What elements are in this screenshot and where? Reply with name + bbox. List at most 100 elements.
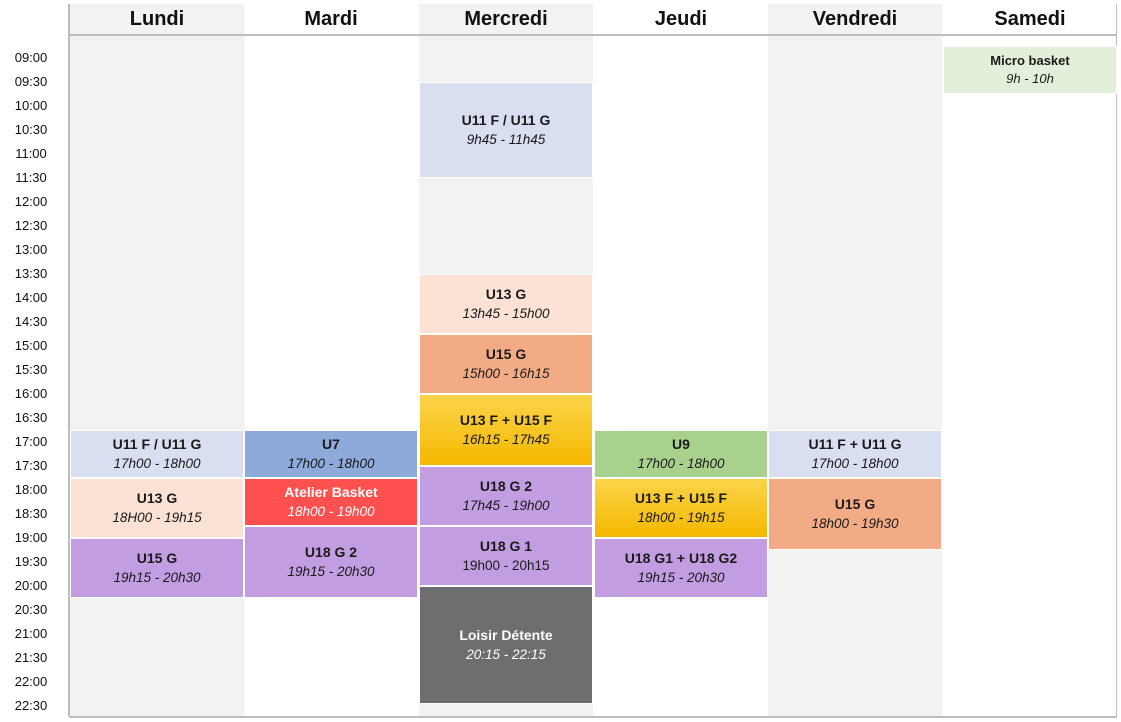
- event-block[interactable]: U13 F + U15 F 16h15 - 17h45: [419, 394, 593, 466]
- event-block[interactable]: Micro basket 9h - 10h: [943, 46, 1117, 94]
- time-label: 13:30: [14, 266, 48, 281]
- event-block[interactable]: U15 G 18h00 - 19h30: [768, 478, 942, 550]
- event-title: U11 F + U11 G: [808, 436, 902, 452]
- event-hours: 17h00 - 18h00: [287, 456, 375, 471]
- event-block[interactable]: U11 F / U11 G 17h00 - 18h00: [70, 430, 244, 478]
- axis-line: [68, 4, 70, 716]
- event-hours: 9h45 - 11h45: [466, 132, 546, 147]
- event-block[interactable]: U11 F / U11 G 9h45 - 11h45: [419, 82, 593, 178]
- event-title: U18 G 1: [479, 538, 533, 554]
- event-hours: 17h00 - 18h00: [637, 456, 725, 471]
- time-label: 11:30: [15, 170, 47, 185]
- day-column-mardi: [244, 4, 418, 716]
- event-title: U18 G 2: [479, 478, 533, 494]
- time-label: 14:00: [14, 290, 48, 305]
- event-block[interactable]: Atelier Basket 18h00 - 19h00: [244, 478, 418, 526]
- time-label: 20:00: [14, 578, 48, 593]
- event-title: U13 F + U15 F: [634, 490, 728, 506]
- event-block[interactable]: U11 F + U11 G 17h00 - 18h00: [768, 430, 942, 478]
- day-header-lundi: Lundi: [129, 8, 185, 30]
- event-hours: 18h00 - 19h30: [811, 516, 899, 531]
- event-hours: 19h15 - 20h30: [113, 570, 201, 585]
- event-hours: 13h45 - 15h00: [462, 306, 550, 321]
- time-label: 19:00: [14, 530, 48, 545]
- day-header-samedi: Samedi: [994, 8, 1066, 30]
- event-hours: 17h00 - 18h00: [811, 456, 899, 471]
- time-label: 19:30: [14, 554, 48, 569]
- event-title: U15 G: [485, 346, 527, 362]
- time-label: 18:30: [14, 506, 48, 521]
- day-column-lundi: [70, 4, 244, 716]
- event-hours: 19h00 - 20h15: [462, 558, 550, 573]
- time-label: 09:00: [14, 50, 48, 65]
- day-header-jeudi: Jeudi: [654, 8, 708, 30]
- event-title: Micro basket: [990, 53, 1070, 68]
- day-header-mardi: Mardi: [304, 8, 358, 30]
- event-title: U13 G: [485, 286, 527, 302]
- time-label: 18:00: [14, 482, 48, 497]
- bottom-line: [69, 716, 1117, 718]
- time-label: 12:30: [14, 218, 48, 233]
- event-block[interactable]: U13 G 18H00 - 19h15: [70, 478, 244, 538]
- event-title: U11 F / U11 G: [461, 112, 551, 128]
- event-hours: 19h15 - 20h30: [287, 564, 375, 579]
- event-hours: 18h00 - 19h15: [637, 510, 725, 525]
- event-title: U15 G: [834, 496, 876, 512]
- event-block[interactable]: U13 G 13h45 - 15h00: [419, 274, 593, 334]
- event-title: U9: [672, 436, 690, 452]
- event-hours: 17h00 - 18h00: [113, 456, 201, 471]
- day-header-mercredi: Mercredi: [464, 8, 548, 30]
- right-line: [1116, 4, 1117, 716]
- event-hours: 16h15 - 17h45: [462, 432, 550, 447]
- event-hours: 15h00 - 16h15: [462, 366, 550, 381]
- day-column-jeudi: [594, 4, 768, 716]
- event-hours: 18H00 - 19h15: [112, 510, 202, 525]
- event-hours: 20:15 - 22:15: [466, 647, 546, 662]
- event-title: U18 G1 + U18 G2: [624, 550, 738, 566]
- event-block[interactable]: U18 G1 + U18 G2 19h15 - 20h30: [594, 538, 768, 598]
- event-title: U11 F / U11 G: [112, 436, 202, 452]
- day-header-vendredi: Vendredi: [812, 8, 898, 30]
- time-label: 10:30: [14, 122, 48, 137]
- time-label: 22:00: [14, 674, 48, 689]
- time-label: 17:30: [14, 458, 48, 473]
- event-title: U13 G: [136, 490, 178, 506]
- time-label: 09:30: [14, 74, 48, 89]
- time-label: 14:30: [14, 314, 48, 329]
- event-hours: 19h15 - 20h30: [637, 570, 725, 585]
- day-column-samedi: [943, 4, 1117, 716]
- time-label: 15:00: [14, 338, 48, 353]
- time-label: 17:00: [14, 434, 48, 449]
- time-label: 15:30: [14, 362, 48, 377]
- header-line: [69, 34, 1117, 36]
- event-title: U15 G: [136, 550, 178, 566]
- day-column-vendredi: [768, 4, 942, 716]
- event-title: U18 G 2: [304, 544, 358, 560]
- event-block[interactable]: Loisir Détente 20:15 - 22:15: [419, 586, 593, 704]
- event-block[interactable]: U18 G 2 19h15 - 20h30: [244, 526, 418, 598]
- time-label: 22:30: [14, 698, 48, 713]
- event-block[interactable]: U15 G 15h00 - 16h15: [419, 334, 593, 394]
- event-hours: 9h - 10h: [1006, 71, 1054, 86]
- event-block[interactable]: U18 G 1 19h00 - 20h15: [419, 526, 593, 586]
- event-title: Atelier Basket: [284, 484, 378, 500]
- event-block[interactable]: U13 F + U15 F 18h00 - 19h15: [594, 478, 768, 538]
- time-label: 21:00: [14, 626, 48, 641]
- event-block[interactable]: U15 G 19h15 - 20h30: [70, 538, 244, 598]
- time-label: 21:30: [14, 650, 48, 665]
- time-label: 10:00: [14, 98, 48, 113]
- event-title: U13 F + U15 F: [459, 412, 553, 428]
- time-label: 16:00: [14, 386, 48, 401]
- time-label: 12:00: [14, 194, 48, 209]
- event-title: Loisir Détente: [459, 627, 553, 643]
- event-block[interactable]: U7 17h00 - 18h00: [244, 430, 418, 478]
- event-hours: 17h45 - 19h00: [462, 498, 550, 513]
- event-title: U7: [322, 436, 340, 452]
- event-block[interactable]: U18 G 2 17h45 - 19h00: [419, 466, 593, 526]
- time-label: 16:30: [14, 410, 48, 425]
- event-block[interactable]: U9 17h00 - 18h00: [594, 430, 768, 478]
- time-label: 13:00: [14, 242, 48, 257]
- time-label: 20:30: [14, 602, 48, 617]
- event-hours: 18h00 - 19h00: [287, 504, 375, 519]
